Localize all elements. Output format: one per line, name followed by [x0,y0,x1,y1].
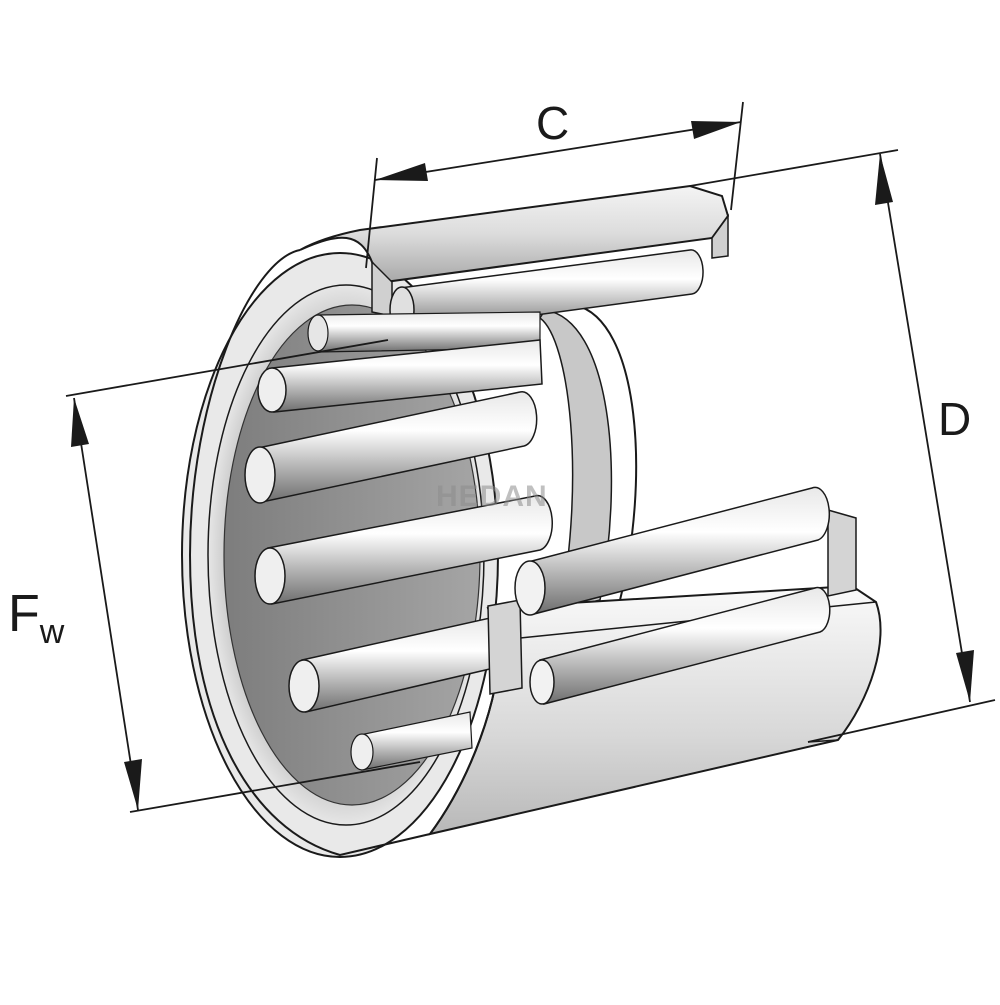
needle-rollers [244,249,704,771]
fw-subscript: w [39,613,65,651]
fw-dimension-line [73,397,139,811]
d-arrow-top [875,154,893,205]
roller-4 [244,391,538,504]
c-arrow-right [691,121,741,139]
c-dimension-line [374,121,742,181]
dimension-lines [65,101,996,813]
c-arrow-left [375,163,428,181]
c-extension-right [730,101,744,211]
fw-arrow-top [71,398,89,447]
fw-extension-top [65,339,389,397]
upper-shell [299,184,730,317]
roller-3 [257,339,543,413]
roller-5 [254,494,554,605]
d-arrow-bottom [956,650,974,702]
lower-rollers [514,486,831,705]
d-extension-top [689,149,899,187]
c-extension-left [365,157,378,269]
d-dimension-line [879,153,971,703]
dimension-label-d: D [938,393,972,445]
fw-main-letter: F [8,585,40,643]
dimension-label-c: C [536,97,570,149]
dimension-arrows [71,121,974,810]
roller-7 [350,711,473,771]
roller-front-lower [529,586,831,705]
roller-front-upper [514,486,831,616]
d-extension-bottom [807,699,996,743]
fw-extension-bottom [129,761,421,813]
fw-arrow-bottom [124,759,142,810]
watermark-text: HEDAN [436,480,548,513]
dimension-label-fw: Fw [8,588,64,649]
